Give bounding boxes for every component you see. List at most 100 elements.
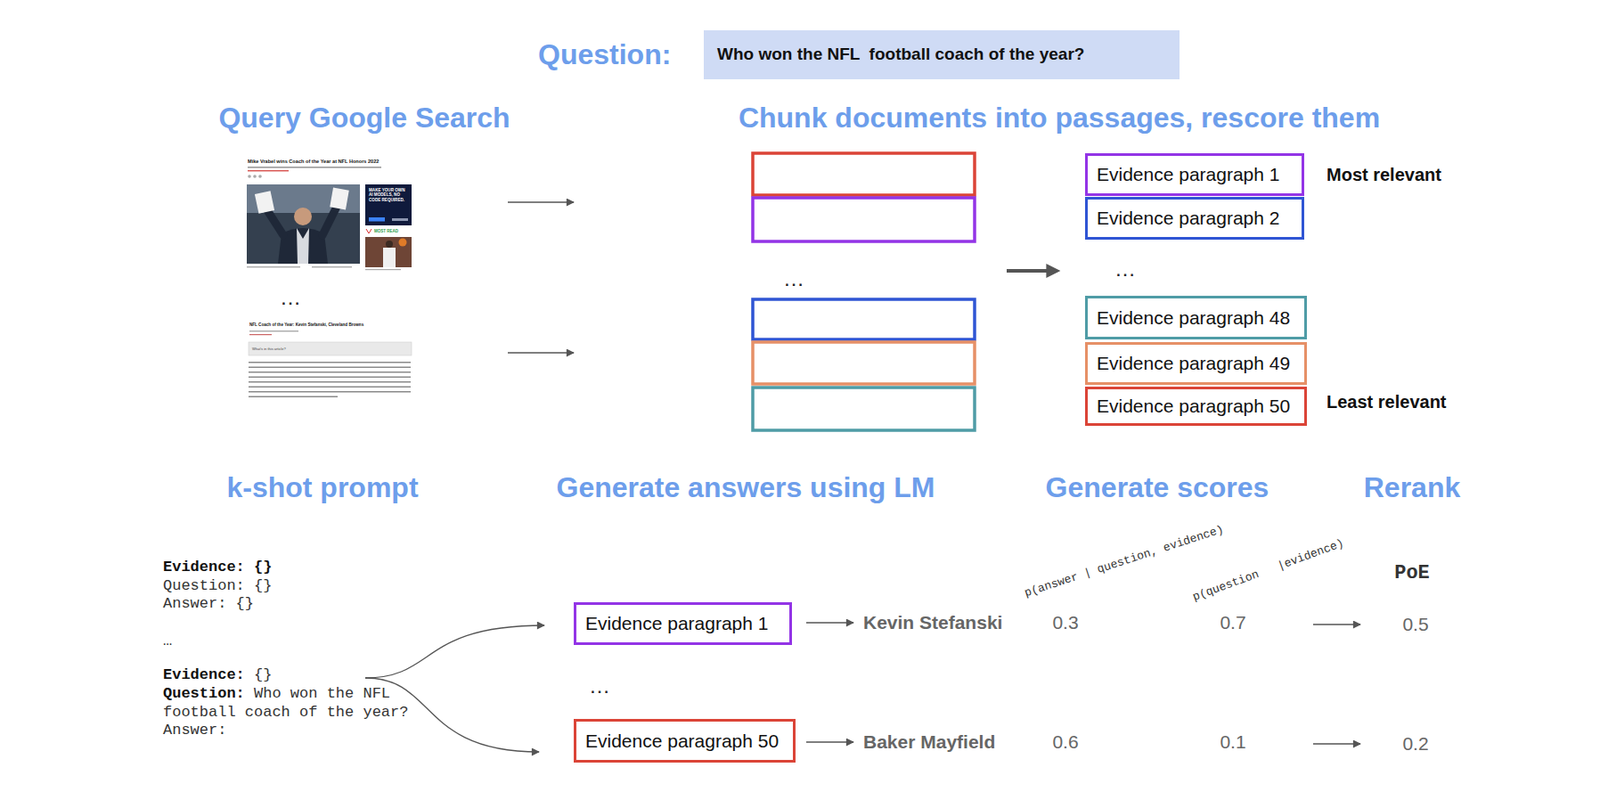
coach-arm [322, 206, 337, 236]
prompt-text: Question: {} [163, 577, 272, 595]
rank-note-text: Least relevant [1326, 391, 1447, 412]
player-jersey [383, 247, 396, 268]
step-heading-text: Generate scores [1045, 471, 1270, 504]
prompt-line: … [163, 632, 422, 652]
answer-text: Kevin Stefanski [863, 612, 1003, 634]
text-line [248, 371, 411, 374]
ad-logo [391, 218, 409, 221]
player-head [385, 240, 393, 248]
prompt-text: Evidence: {} [163, 558, 272, 576]
prompt-text: {} [253, 666, 272, 684]
text-line [248, 391, 411, 393]
answer-text-text: Baker Mayfield [863, 731, 996, 752]
score-value: 0.6 [1052, 731, 1078, 753]
prompt-line: Evidence: {} [163, 666, 422, 686]
step-heading-text: k-shot prompt [226, 471, 418, 504]
text-line [248, 381, 411, 384]
score-header-text: PoE [1394, 562, 1430, 585]
prompt-text: Question: [163, 685, 245, 703]
step-heading: Query Google Search [218, 101, 510, 135]
text-line [247, 166, 382, 169]
node-text: Evidence paragraph 1 [1096, 163, 1280, 186]
ellipsis-text: … [1114, 256, 1136, 281]
ellipsis-text: … [279, 285, 302, 310]
article-headline-text: NFL Coach of the Year: Kevin Stefanski, … [249, 322, 364, 327]
evidence-paragraph-box: Evidence paragraph 48 [1085, 295, 1307, 340]
prompt-arrow [365, 625, 545, 678]
text-line [311, 266, 352, 268]
prompt-line: Question:Who won the NFL football coach … [163, 685, 422, 722]
share-icon [258, 174, 262, 179]
coach-arm [267, 210, 284, 236]
flow-arrow [507, 351, 574, 354]
evidence-paragraph-box: Evidence paragraph 50 [573, 718, 796, 763]
score-value-text: 0.6 [1052, 731, 1078, 752]
step-heading: k-shot prompt [226, 471, 418, 505]
share-icon [253, 174, 257, 179]
prompt-text: Answer: {} [163, 595, 254, 613]
article-screenshot [248, 330, 412, 398]
passage-box [752, 387, 975, 431]
article-headline-text: Mike Vrabel wins Coach of the Year at NF… [247, 158, 379, 164]
evidence-paragraph-box: Evidence paragraph 50 [1085, 386, 1307, 426]
node-text: Evidence paragraph 50 [1096, 394, 1290, 417]
node-text: Evidence paragraph 50 [585, 729, 779, 752]
answer-arrow [806, 621, 854, 624]
score-header: PoE [1394, 562, 1430, 585]
passage-box [752, 153, 975, 196]
node-text: Who won the NFL football coach of the ye… [717, 44, 1085, 66]
node-text: Evidence paragraph 49 [1096, 351, 1290, 375]
score-value-text: 0.1 [1219, 731, 1246, 752]
photo [365, 236, 412, 268]
toc-text: What's in this article? [252, 347, 286, 352]
score-value-text: 0.7 [1219, 612, 1246, 633]
step-heading: Generate answers using LM [555, 471, 935, 505]
evidence-paragraph-box: Evidence paragraph 2 [1085, 196, 1305, 240]
answer-arrow [806, 741, 854, 743]
text-line [249, 330, 299, 332]
question-box: Who won the NFL football coach of the ye… [703, 30, 1180, 80]
article-headline: NFL Coach of the Year: Kevin Stefanski, … [249, 322, 364, 327]
rerank-arrow [1313, 623, 1361, 626]
score-value-text: 0.2 [1402, 733, 1429, 754]
node-text: Evidence paragraph 48 [1096, 306, 1290, 329]
question-label: Question: [538, 38, 671, 72]
text-line [248, 386, 411, 389]
score-value: 0.1 [1219, 731, 1246, 753]
score-value: 0.7 [1219, 612, 1246, 634]
text-line [247, 170, 289, 172]
ellipsis: … [279, 285, 302, 311]
share-icon [247, 174, 252, 179]
rank-note-text: Most relevant [1326, 164, 1442, 185]
passage-box [752, 197, 975, 242]
rank-note: Most relevant [1326, 164, 1442, 186]
text-line [248, 376, 411, 379]
score-value: 0.2 [1402, 733, 1429, 755]
node-text: Evidence paragraph 1 [585, 612, 768, 635]
coach-head [293, 207, 312, 226]
ellipsis-text: … [783, 266, 805, 291]
evidence-paragraph-box: Evidence paragraph 1 [1085, 153, 1305, 196]
flow-arrow [507, 201, 574, 204]
text-line [365, 269, 401, 270]
score-header-text: p(question |evidence) [1191, 536, 1347, 604]
answer-text: Baker Mayfield [863, 731, 996, 753]
text-line [248, 367, 411, 369]
score-value-text: 0.3 [1052, 612, 1078, 633]
article-screenshot [246, 166, 412, 270]
prompt-text: … [163, 632, 172, 650]
ellipsis-text: … [588, 673, 611, 698]
ad-block [365, 184, 412, 226]
step-heading: Chunk documents into passages, rescore t… [738, 101, 1380, 135]
score-header: p(question |evidence) [1191, 537, 1347, 605]
text-line [249, 334, 272, 335]
prompt-line: Answer: {} [163, 595, 422, 614]
text-line [246, 266, 301, 268]
ellipsis: … [588, 673, 611, 699]
step-heading: Generate scores [1045, 471, 1270, 505]
step-heading-text: Query Google Search [218, 101, 510, 134]
prompt-line: Question: {} [163, 577, 422, 596]
ball [399, 238, 408, 247]
papers [329, 187, 350, 211]
prompt-text: Evidence: [163, 666, 245, 684]
